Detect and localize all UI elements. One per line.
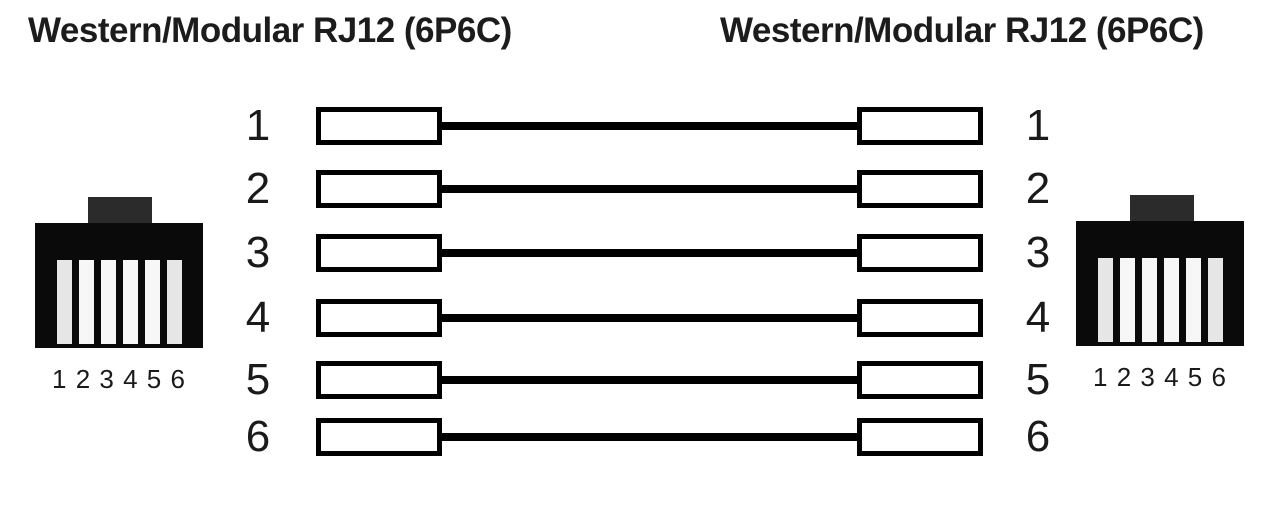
wire (438, 249, 862, 257)
wire-row: 1 1 (0, 101, 1280, 150)
left-pin-number: 5 (245, 355, 271, 404)
pin-slot (1163, 258, 1179, 342)
right-pin-number: 5 (1025, 355, 1051, 404)
right-pin-box (857, 234, 983, 272)
connector-pin-labels: 1 2 3 4 5 6 (1093, 362, 1227, 392)
pin-slot (1097, 258, 1113, 342)
rj12-connector-left: 1 2 3 4 5 6 (35, 197, 203, 395)
wire-row: 3 3 (0, 228, 1280, 277)
pin-slot (1185, 258, 1201, 342)
right-pin-box (857, 170, 983, 208)
left-pin-box (316, 361, 442, 399)
left-pin-box (316, 107, 442, 145)
wire-row: 5 5 (0, 355, 1280, 404)
connector-tab (1130, 195, 1194, 221)
left-pin-box (316, 170, 442, 208)
left-pin-box (316, 418, 442, 456)
right-pin-box (857, 418, 983, 456)
pin-slot (144, 260, 160, 344)
wire-row: 4 4 (0, 293, 1280, 342)
connector-body (1076, 221, 1244, 346)
pin-slot (78, 260, 94, 344)
right-pin-box (857, 107, 983, 145)
left-pin-box (316, 234, 442, 272)
right-pin-number: 1 (1025, 101, 1051, 150)
wire (438, 433, 862, 441)
left-pin-number: 2 (245, 164, 271, 213)
left-pin-number: 3 (245, 228, 271, 277)
pin-slot (56, 260, 72, 344)
right-connector-title: Western/Modular RJ12 (6P6C) (720, 11, 1204, 50)
left-pin-number: 4 (245, 293, 271, 342)
right-pin-box (857, 361, 983, 399)
pin-slot (166, 260, 182, 344)
wire (438, 314, 862, 322)
left-pin-number: 6 (245, 412, 271, 461)
connector-pin-labels: 1 2 3 4 5 6 (52, 364, 186, 394)
wire-row: 2 2 (0, 164, 1280, 213)
connector-body (35, 223, 203, 348)
left-pin-number: 1 (245, 101, 271, 150)
right-pin-number: 3 (1025, 228, 1051, 277)
connector-tab (88, 197, 152, 223)
right-pin-number: 6 (1025, 412, 1051, 461)
pin-slot (122, 260, 138, 344)
wire (438, 122, 862, 130)
wire (438, 185, 862, 193)
left-connector-title: Western/Modular RJ12 (6P6C) (28, 11, 512, 50)
right-pin-box (857, 299, 983, 337)
pin-slot (1207, 258, 1223, 342)
right-pin-number: 4 (1025, 293, 1051, 342)
wire-row: 6 6 (0, 412, 1280, 461)
pin-slot (1141, 258, 1157, 342)
left-pin-box (316, 299, 442, 337)
wire (438, 376, 862, 384)
rj12-connector-right: 1 2 3 4 5 6 (1076, 195, 1244, 393)
right-pin-number: 2 (1025, 164, 1051, 213)
pin-slot (1119, 258, 1135, 342)
pin-slot (100, 260, 116, 344)
